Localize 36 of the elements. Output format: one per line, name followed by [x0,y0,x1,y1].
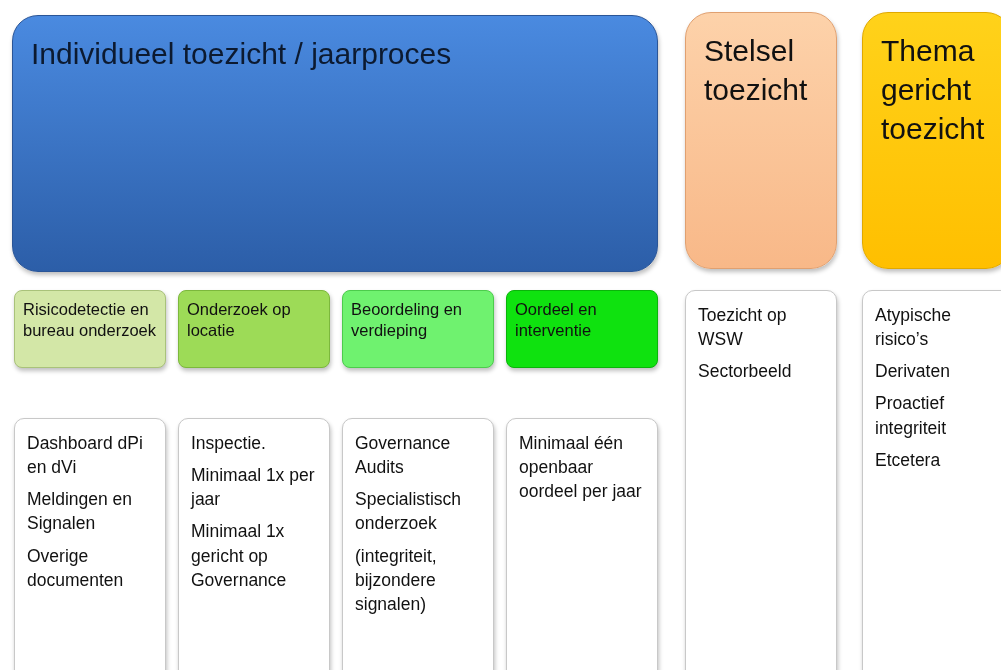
bullet-text: Governance Audits [355,432,452,480]
bullet-text: Meldingen en Signalen [27,488,134,536]
detail-card [862,290,1001,670]
bullet-text: Derivaten [875,360,951,384]
header-box [685,12,837,269]
bullet-text: Etcetera [875,448,942,472]
bullet-text: Atypische risico’s [875,304,952,352]
bullet-text: Minimaal 1x per jaar [191,464,316,512]
bullet-text: Toezicht op WSW [698,304,788,352]
header-box [862,12,1001,269]
detail-card [342,418,494,670]
bullet-text: Minimaal één openbaar oordeel per jaar [519,432,643,504]
detail-card [685,290,837,670]
phase-box [342,290,494,368]
detail-card [506,418,658,670]
box-title: Onderzoek op locatie [187,299,292,341]
bullet-text: Inspectie. [191,432,267,455]
bullet-text: Specialistisch onderzoek [355,488,463,536]
header-box [12,15,658,272]
bullet-text: Sectorbeeld [698,360,793,384]
box-title: Beoordeling en verdieping [351,299,463,341]
box-title: Risicodetectie en bureau onderzoek [23,299,157,341]
bullet-text: Proactief integriteit [875,392,947,440]
bullet-text: (integriteit, bijzondere signalen) [355,544,438,616]
box-title: Thema gericht toezicht [881,33,986,147]
phase-box [178,290,330,368]
detail-card [14,418,166,670]
box-title: Individueel toezicht / jaarproces [31,36,453,72]
box-title: Oordeel en interventie [515,299,598,341]
bullet-text: Overige documenten [27,544,125,592]
phase-box [506,290,658,368]
bullet-text: Dashboard dPi en dVi [27,432,144,480]
phase-box [14,290,166,368]
bullet-text: Minimaal 1x gericht op Governance [191,520,288,592]
box-title: Stelsel toezicht [704,33,809,108]
detail-card [178,418,330,670]
